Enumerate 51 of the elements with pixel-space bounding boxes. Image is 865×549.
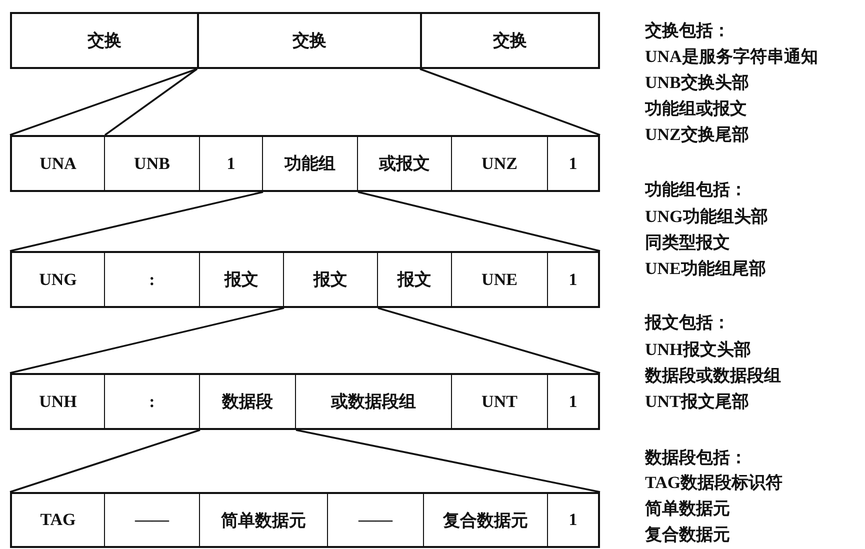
note-text: UNE功能组尾部 xyxy=(645,259,766,279)
note-text: UNH报文头部 xyxy=(645,340,751,360)
field-cell: 功能组 xyxy=(263,137,359,190)
field-cell: UNB xyxy=(105,137,201,190)
field-cell: 交换 xyxy=(10,12,199,69)
field-cell: UNT xyxy=(452,375,549,428)
expansion-line xyxy=(10,307,284,374)
note-text: 报文包括： xyxy=(645,313,730,333)
field-cell: : xyxy=(105,253,201,306)
note-text: 同类型报文 xyxy=(645,233,730,253)
note-text: 数据段包括： xyxy=(645,448,747,468)
note-text: 复合数据元 xyxy=(645,525,730,545)
note-text: 功能组包括： xyxy=(645,180,747,200)
note-text: UNT报文尾部 xyxy=(645,392,749,412)
segment-row xyxy=(10,492,600,548)
field-cell: 数据段 xyxy=(200,375,297,428)
field-cell: —— xyxy=(328,494,425,546)
note-text: 简单数据元 xyxy=(645,499,730,519)
field-cell: UNE xyxy=(452,253,549,306)
field-cell: 或数据段组 xyxy=(296,375,453,428)
note-text: UNG功能组头部 xyxy=(645,207,768,227)
field-cell: —— xyxy=(105,494,201,546)
note-text: 功能组或报文 xyxy=(645,99,747,119)
expansion-line xyxy=(10,429,200,493)
expansion-line xyxy=(358,191,600,252)
expansion-line xyxy=(378,307,600,374)
note-text: 数据段或数据段组 xyxy=(645,366,781,386)
note-text: UNA是服务字符串通知 xyxy=(645,47,818,67)
field-cell: 报文 xyxy=(284,253,379,306)
field-cell: 报文 xyxy=(200,253,285,306)
field-cell: UNZ xyxy=(452,137,549,190)
expansion-line xyxy=(296,429,600,493)
expansion-line xyxy=(10,68,198,136)
expansion-line xyxy=(420,68,600,136)
note-text: TAG数据段标识符 xyxy=(645,473,783,493)
expansion-line xyxy=(104,68,198,136)
note-text: UNB交换头部 xyxy=(645,73,749,93)
field-cell: : xyxy=(105,375,201,428)
segment-row xyxy=(10,135,600,192)
field-cell: 报文 xyxy=(378,253,453,306)
expansion-line xyxy=(10,191,264,252)
field-cell: 交换 xyxy=(197,12,422,69)
segment-row xyxy=(10,251,600,308)
field-cell: 复合数据元 xyxy=(424,494,549,546)
note-text: 交换包括： xyxy=(645,21,730,41)
field-cell: 简单数据元 xyxy=(200,494,329,546)
field-cell: 或报文 xyxy=(358,137,453,190)
field-cell: 交换 xyxy=(420,12,600,69)
field-cell: 1 xyxy=(200,137,264,190)
note-text: UNZ交换尾部 xyxy=(645,125,749,145)
segment-row xyxy=(10,373,600,430)
